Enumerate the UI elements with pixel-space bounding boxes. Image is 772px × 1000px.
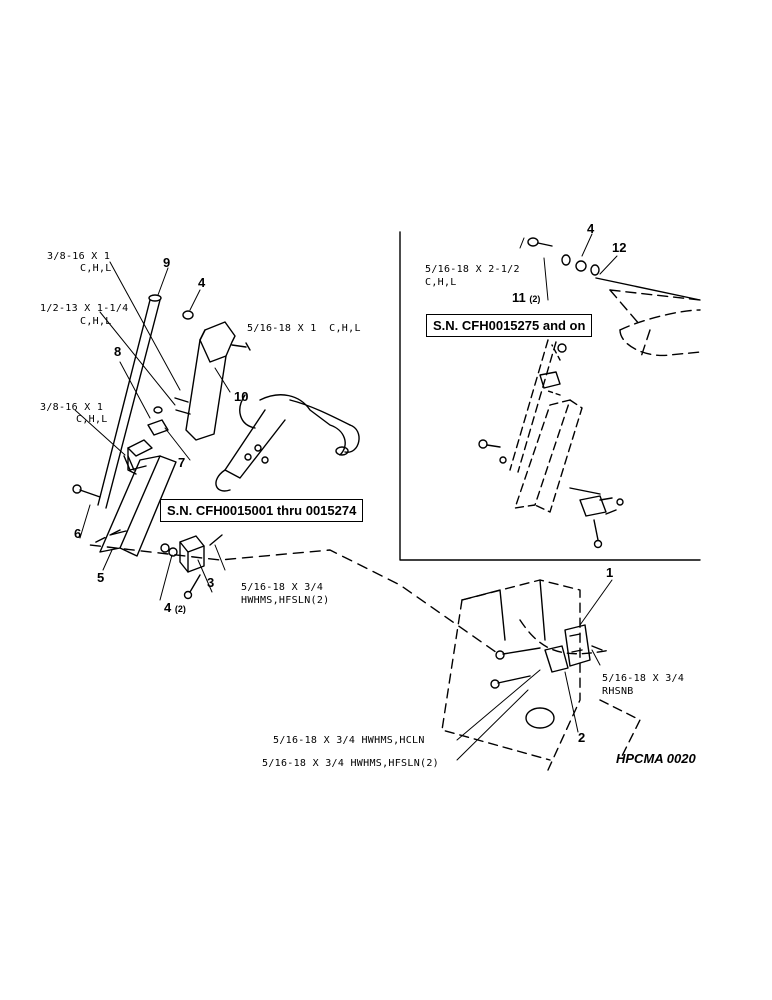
part-3-block <box>179 535 205 573</box>
vertical-rod <box>97 294 162 509</box>
inset-rod <box>509 339 557 473</box>
callout-4-lower-number: 4 <box>164 600 172 615</box>
bolt-part3-bottom <box>189 574 201 593</box>
part-8-clamp <box>147 406 169 436</box>
part-5-channel-bracket <box>99 455 177 557</box>
part-1-bracket <box>564 624 591 667</box>
label-bolt-5-16-18-x3-4-rh-size: 5/16-18 X 3/4 <box>602 673 685 684</box>
callout-1: 1 <box>606 565 614 580</box>
bolt-hcln <box>502 647 541 655</box>
label-bolt-1-2-13-size: 1/2-13 X 1-1/4 <box>40 303 129 314</box>
part-10-bracket <box>185 321 236 441</box>
serial-box-late: S.N. CFH0015275 and on <box>426 314 593 337</box>
callout-12: 12 <box>612 240 627 255</box>
inset-line <box>595 277 701 301</box>
callout-4-lower: 4 (2) <box>164 601 186 616</box>
frame-plate-solid <box>461 579 555 729</box>
label-bolt-5-16-18-x3-4-rh-grade: RHSNB <box>602 686 634 697</box>
inset-frame <box>399 231 701 561</box>
label-bolt-3-8-16-b-size: 3/8-16 X 1 <box>40 402 104 413</box>
callout-10: 10 <box>234 389 249 404</box>
bolt-rhsnb <box>591 645 603 651</box>
rotor-arm-assembly <box>215 394 360 492</box>
inset-arm <box>609 289 701 361</box>
label-bolt-hcln: 5/16-18 X 3/4 HWHMS,HCLN <box>273 735 425 746</box>
washer-4-upper <box>182 310 194 320</box>
callout-3: 3 <box>207 575 215 590</box>
callout-11: 11 (2) <box>512 291 540 306</box>
bolt-screw <box>209 534 223 546</box>
callout-8: 8 <box>114 344 122 359</box>
callout-4-lower-qty: (2) <box>174 604 186 614</box>
label-bolt-5-16-18-x3-4-grade: HWHMS,HFSLN(2) <box>241 595 330 606</box>
label-bolt-1-2-13-grade: C,H,L <box>80 316 112 327</box>
callout-4-upper: 4 <box>198 275 206 290</box>
callout-7: 7 <box>178 455 186 470</box>
label-bolt-3-8-16-a-grade: C,H,L <box>80 263 112 274</box>
inset-bracket <box>514 399 583 513</box>
callout-11-number: 11 <box>512 290 526 305</box>
label-bolt-5-16-18-x3-4-size: 5/16-18 X 3/4 <box>241 582 324 593</box>
figure-id: HPCMA 0020 <box>616 751 696 766</box>
label-bolt-5-16-18-x2-1-2-grade: C,H,L <box>425 277 457 288</box>
dash-link <box>89 529 501 656</box>
part-2-block <box>544 645 569 673</box>
frame-plate <box>441 579 641 771</box>
leaders-left <box>74 261 231 601</box>
callout-9: 9 <box>163 255 171 270</box>
label-bolt-5-16-18-x2-1-2-size: 5/16-18 X 2-1/2 <box>425 264 520 275</box>
bolt-part6 <box>79 489 101 498</box>
callout-2: 2 <box>578 730 586 745</box>
washer-4-lower-a <box>160 543 170 553</box>
washer-4-lower-b <box>168 547 178 557</box>
label-bolt-5-16-18-x1: 5/16-18 X 1 C,H,L <box>247 323 361 334</box>
label-bolt-3-8-16-a-size: 3/8-16 X 1 <box>47 251 111 262</box>
bolt-upper-right <box>231 342 251 351</box>
callout-6: 6 <box>74 526 82 541</box>
callout-11-qty: (2) <box>529 294 541 304</box>
label-bolt-3-8-16-b-grade: C,H,L <box>76 414 108 425</box>
leaders-inset <box>519 233 618 301</box>
leaders-right-lower <box>456 579 613 761</box>
serial-box-early: S.N. CFH0015001 thru 0015274 <box>160 499 364 522</box>
label-bolt-hfsln: 5/16-18 X 3/4 HWHMS,HFSLN(2) <box>262 758 439 769</box>
bolt-hfsln <box>497 675 531 684</box>
callout-4-inset: 4 <box>587 221 595 236</box>
callout-5: 5 <box>97 570 105 585</box>
